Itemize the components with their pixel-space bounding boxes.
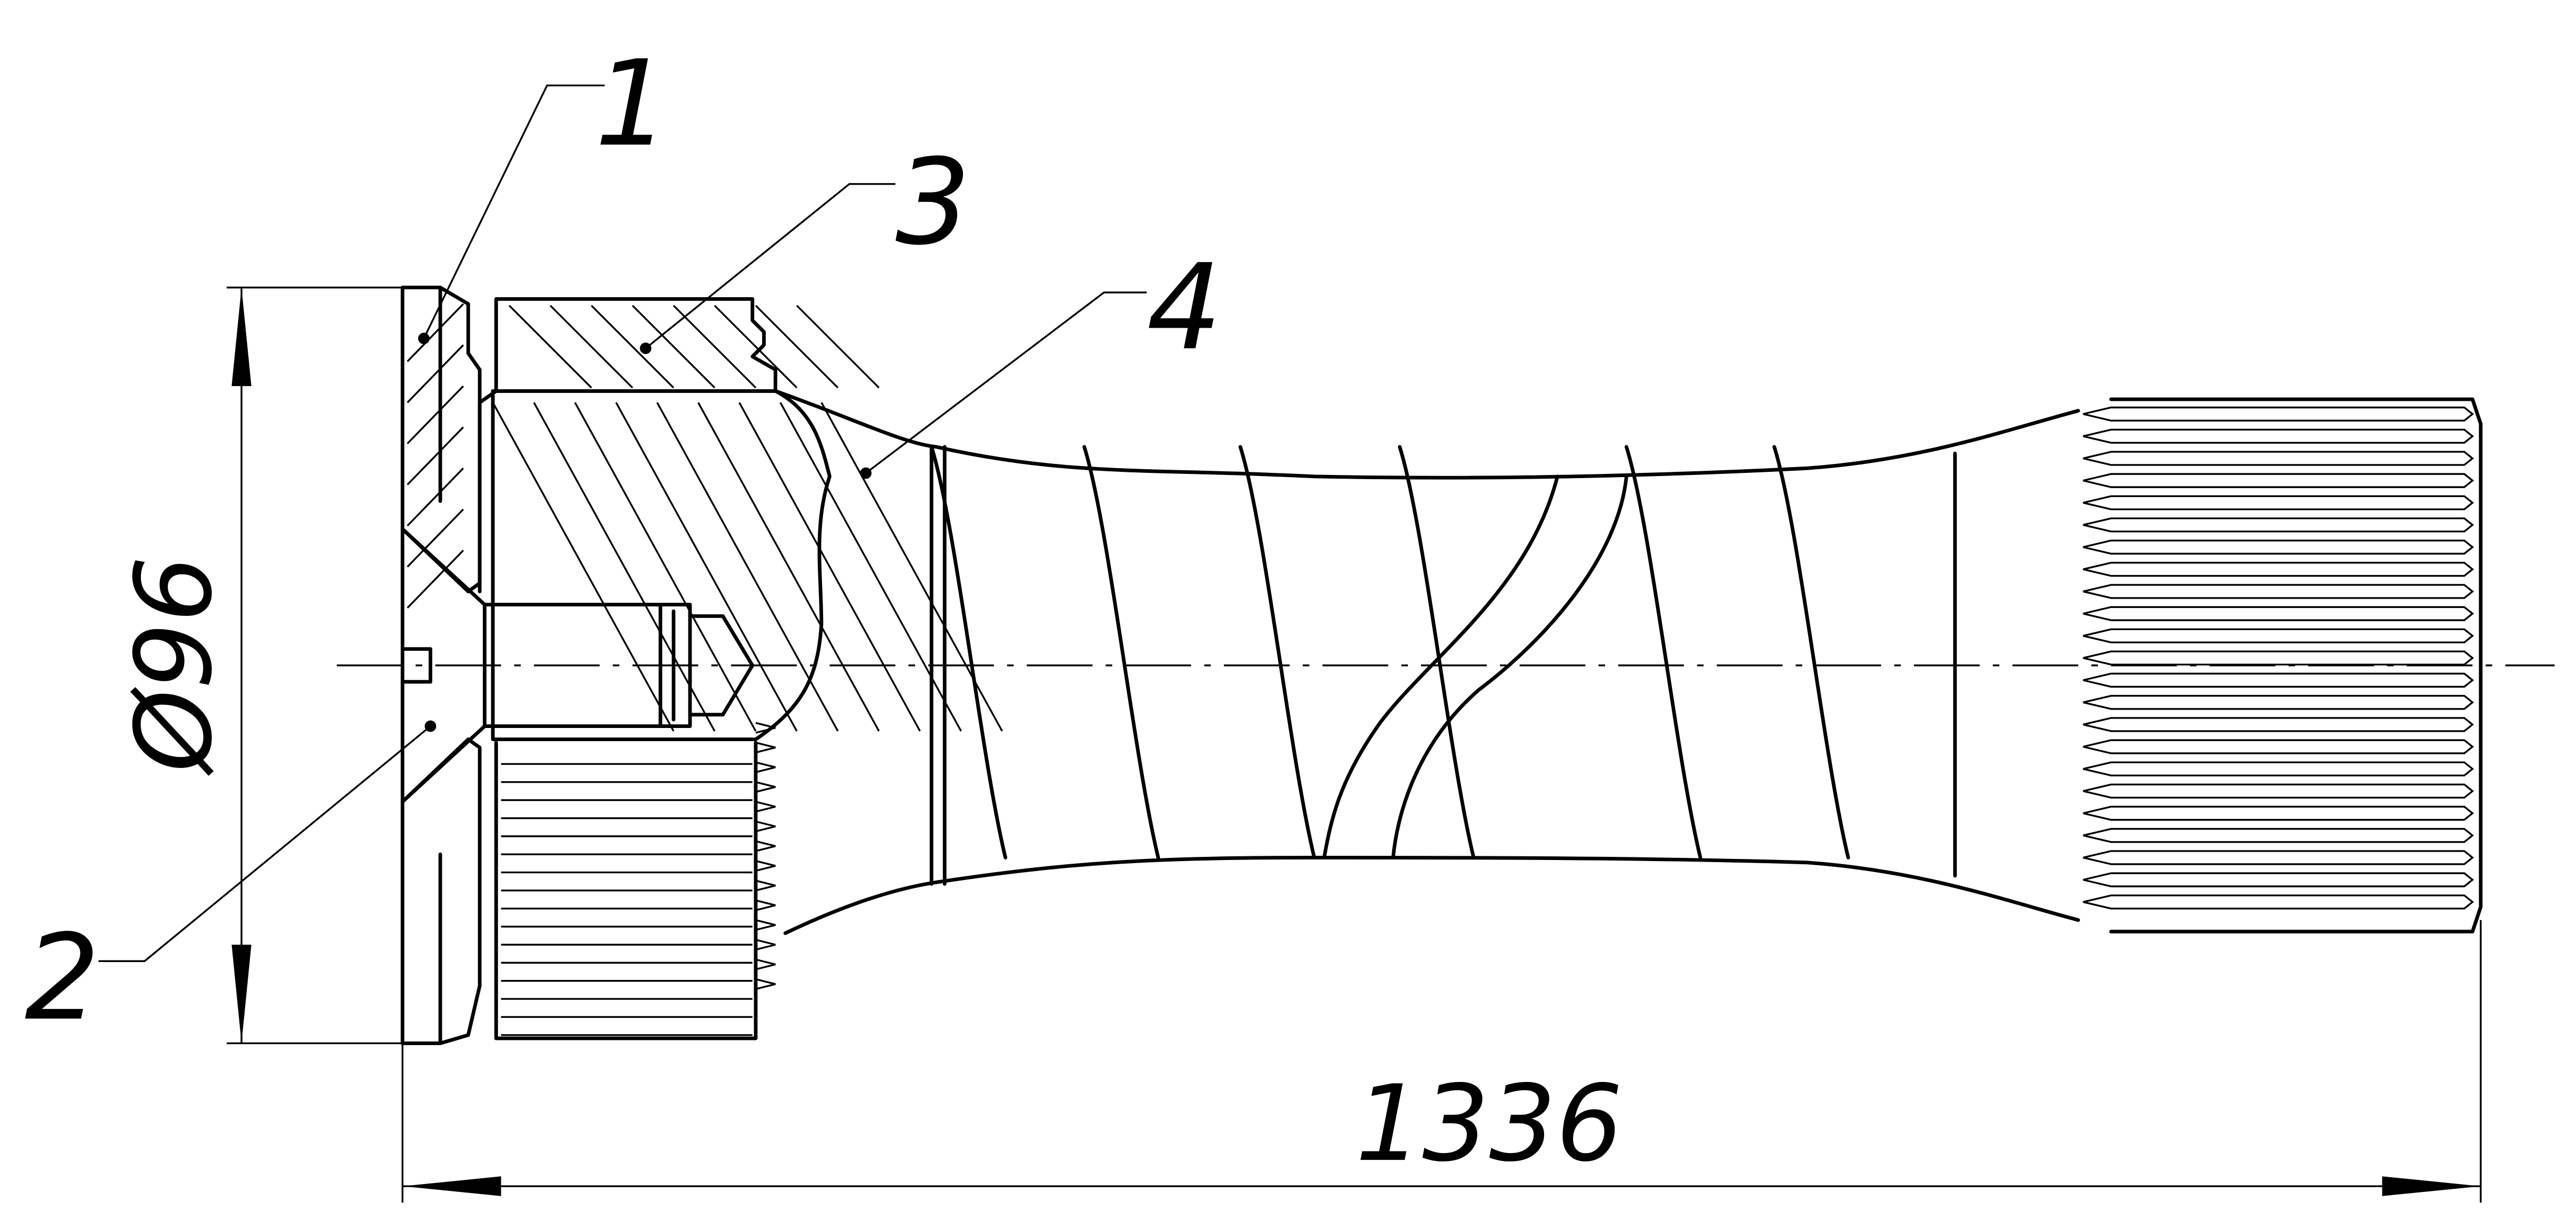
callout-2: 2 bbox=[25, 720, 437, 1047]
part-2-screw bbox=[400, 527, 755, 804]
spline-end bbox=[2083, 397, 2483, 934]
length-dimension: 1336 bbox=[401, 920, 2482, 1203]
callout-3: 3 bbox=[640, 134, 971, 355]
diameter-dimension: Ø96 bbox=[113, 286, 403, 1045]
length-label: 1336 bbox=[1355, 1063, 1623, 1185]
callout-4-label: 4 bbox=[1147, 239, 1222, 377]
part-3-gear bbox=[478, 297, 1003, 1040]
callout-3-label: 3 bbox=[895, 134, 970, 271]
diameter-label: Ø96 bbox=[113, 555, 236, 776]
callout-1-label: 1 bbox=[595, 35, 670, 173]
callout-2-label: 2 bbox=[25, 909, 100, 1047]
callout-4: 4 bbox=[860, 239, 1222, 479]
part-4-shaft bbox=[491, 389, 2080, 935]
callout-1: 1 bbox=[418, 35, 670, 345]
